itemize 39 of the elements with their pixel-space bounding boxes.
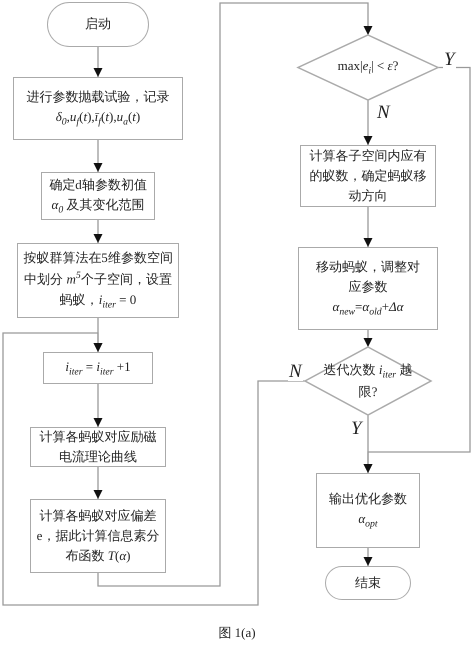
edge-label: N: [288, 362, 303, 381]
process-box: [30, 499, 166, 573]
arrow: [364, 207, 372, 247]
process-box: [43, 352, 153, 384]
process-box: [298, 247, 438, 330]
step-text: 输出优化参数 α$_{opt}$: [328, 490, 408, 532]
arrow: [94, 140, 102, 172]
process-box: [41, 172, 155, 220]
process-box: [13, 77, 183, 140]
step-text: 计算各蚂蚁对应偏差e，据此计算信息素分布函数 T(α): [36, 506, 160, 566]
arrow: [94, 467, 102, 499]
process-box: [30, 427, 166, 467]
step-text: 移动蚂蚁，调整对应参数 α$_{new}$=α$_{old}$+Δα: [315, 258, 421, 320]
step-text: 确定d轴参数初值 α$_{0}$ 及其变化范围: [48, 176, 148, 218]
step-text: 按蚁群算法在5维参数空间中划分 m$^{5}$个子空间，设置蚂蚁，i$_{iter}$ = 0: [22, 249, 174, 313]
arrow: [364, 548, 372, 566]
edge-label: Y: [443, 50, 456, 69]
arrow: [2, 332, 305, 606]
process-box: [17, 243, 179, 318]
arrow: [97, 2, 372, 587]
process-box: [316, 473, 420, 548]
step-text: 计算各子空间内应有的蚁数，确定蚂蚁移动方向: [308, 146, 428, 206]
step-text: 启动: [84, 15, 112, 34]
condition-text: max|e$_{i}$| < ε?: [336, 57, 400, 79]
arrow: [94, 47, 102, 77]
figure-caption: 图 1(a): [217, 624, 257, 642]
arrow: [364, 330, 372, 347]
step-text: i$_{iter}$ = i$_{iter}$ +1: [64, 358, 132, 380]
step-text: 结束: [354, 574, 382, 592]
process-box: [300, 145, 436, 207]
condition-text: 迭代次数 i$_{iter}$ 越限?: [322, 360, 414, 402]
arrow: [94, 220, 102, 243]
arrow: [364, 415, 372, 473]
step-text: 进行参数抛载试验，记录 δ$_{0}$,u$_{f}$(t),ī$_{f}$(t),u$_{a}$(t): [26, 88, 170, 130]
step-text: 计算各蚂蚁对应励磁电流理论曲线: [38, 428, 158, 466]
decision-diamond: [298, 35, 438, 100]
arrow: [94, 384, 102, 427]
arrow: [364, 100, 372, 145]
decision-diamond: [305, 347, 431, 415]
